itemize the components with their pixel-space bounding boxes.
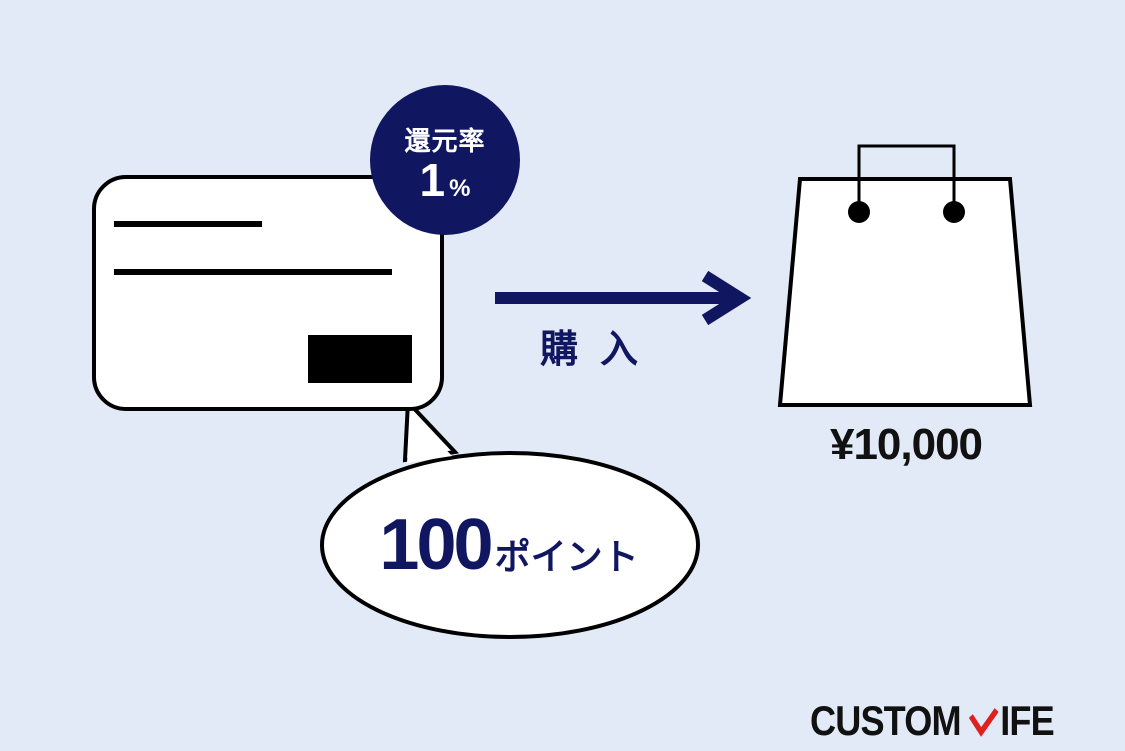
rate-number: 1 <box>419 154 446 206</box>
card-line-long <box>114 269 392 275</box>
credit-card-icon <box>92 175 444 411</box>
purchase-label: 購入 <box>540 329 661 371</box>
check-mark-icon <box>968 700 999 748</box>
brand-logo: CUSTOM IFE <box>810 697 1055 744</box>
logo-text-right: IFE <box>1000 697 1054 744</box>
points-number: 100 <box>379 505 493 585</box>
logo-text-left: CUSTOM <box>810 697 962 744</box>
price-label: ¥10,000 <box>829 420 983 469</box>
rate-label: 還元率 <box>404 126 486 156</box>
rate-unit: % <box>449 175 471 202</box>
card-line-short <box>114 221 262 227</box>
points-unit: ポイント <box>494 536 639 577</box>
rate-value: 1% <box>370 155 520 214</box>
card-chip <box>308 335 412 383</box>
rate-badge: 還元率 1% <box>370 85 520 235</box>
